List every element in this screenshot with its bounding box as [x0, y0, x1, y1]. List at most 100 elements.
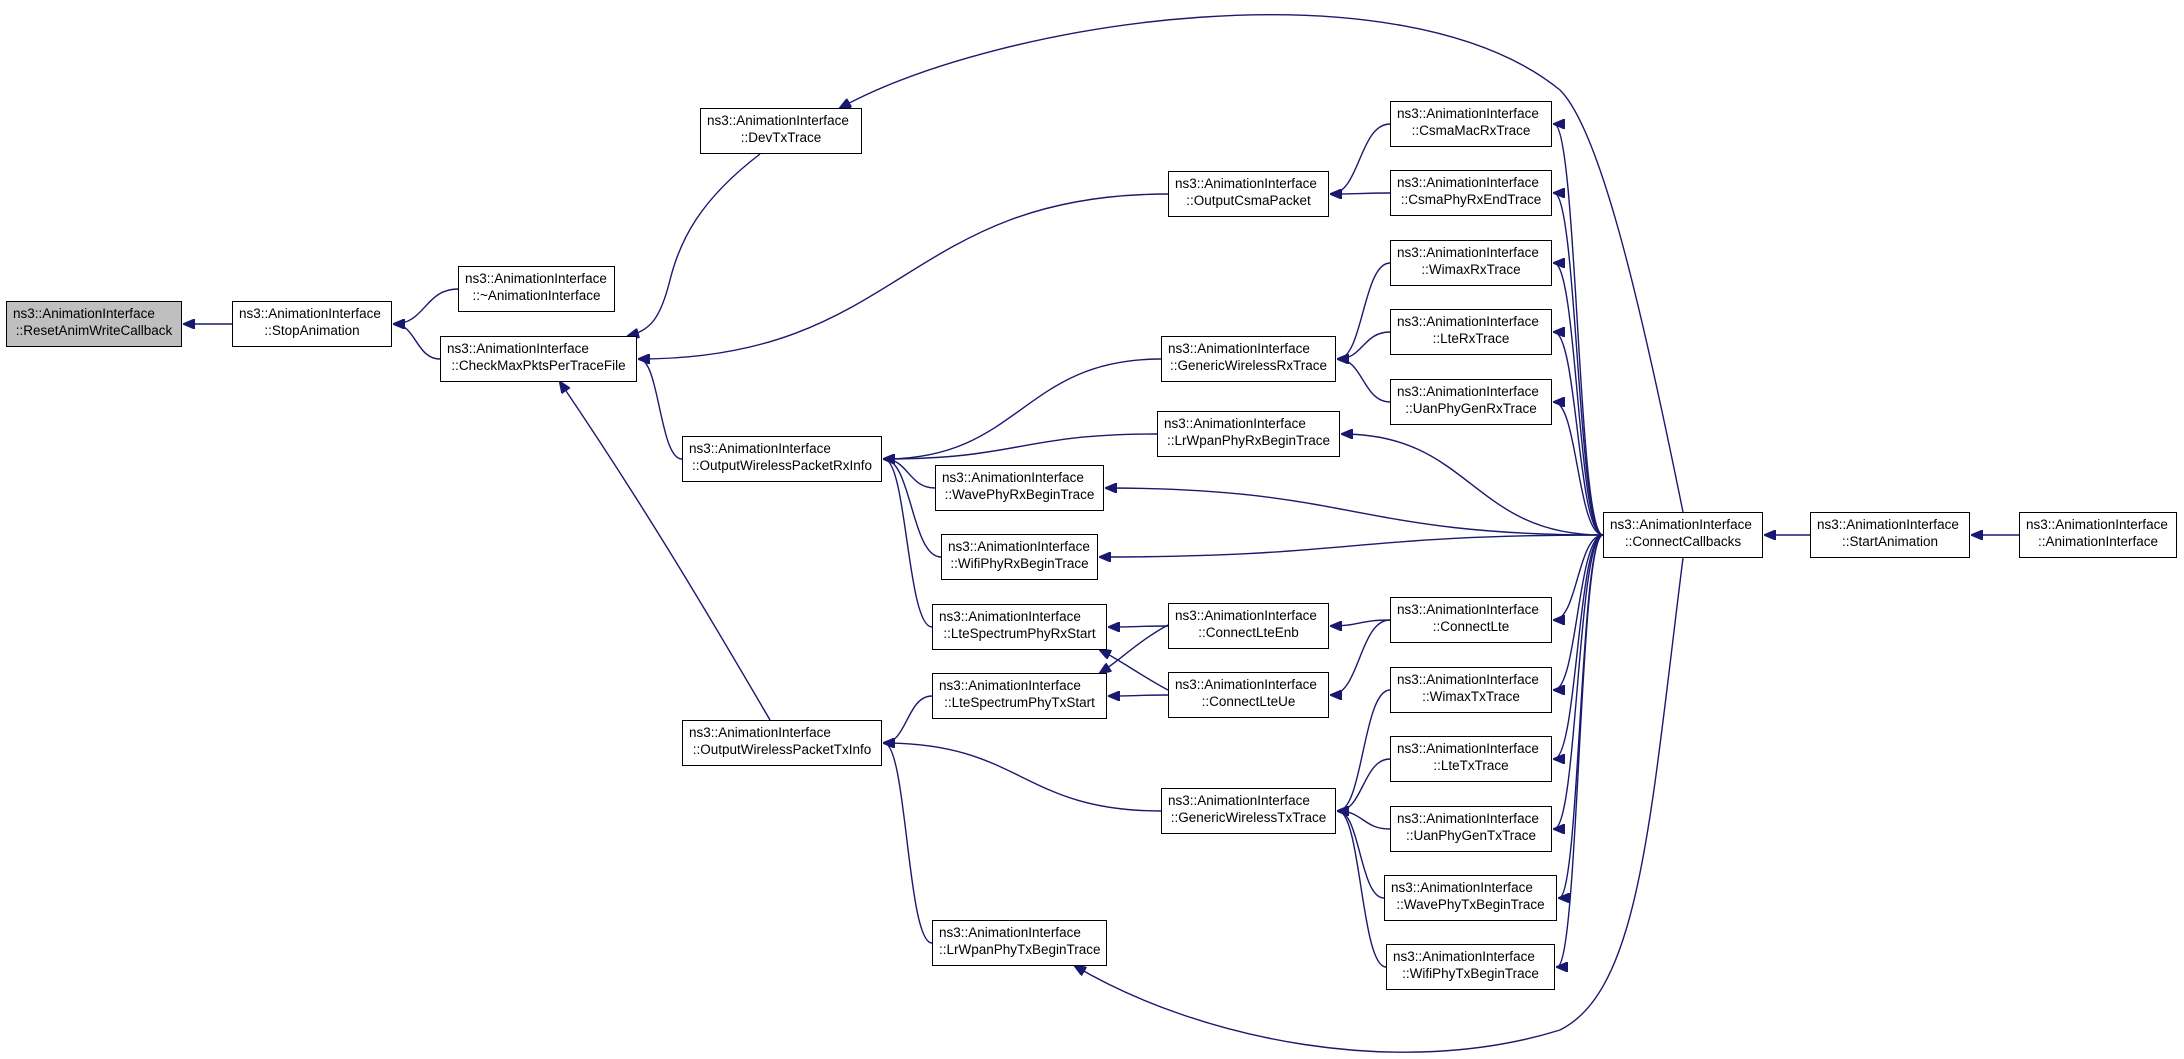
node-namespace-label: ns3::AnimationInterface	[1397, 314, 1539, 329]
edge-dtor-to-stop	[394, 288, 459, 324]
node-function-label: ::ConnectLte	[1432, 619, 1510, 634]
node-uantx[interactable]: ns3::AnimationInterface::UanPhyGenTxTrac…	[1390, 806, 1552, 852]
node-lteue[interactable]: ns3::AnimationInterface::ConnectLteUe	[1168, 672, 1329, 718]
node-function-label: ::ConnectCallbacks	[1624, 534, 1742, 549]
node-start[interactable]: ns3::AnimationInterface::StartAnimation	[1810, 512, 1970, 558]
node-lrwpanrx[interactable]: ns3::AnimationInterface::LrWpanPhyRxBegi…	[1157, 411, 1340, 457]
node-wavetx[interactable]: ns3::AnimationInterface::WavePhyTxBeginT…	[1384, 875, 1557, 921]
node-function-label: ::WavePhyRxBeginTrace	[944, 487, 1095, 502]
node-reset: ns3::AnimationInterface::ResetAnimWriteC…	[6, 301, 182, 347]
edge-connectcb-to-lterx	[1554, 332, 1604, 536]
edge-lrwpantx-to-owtx	[884, 743, 933, 944]
edge-connectcb-to-devtx	[840, 14, 1684, 513]
node-namespace-label: ns3::AnimationInterface	[689, 441, 831, 456]
node-wimaxrx[interactable]: ns3::AnimationInterface::WimaxRxTrace	[1390, 240, 1552, 286]
edge-owrx-to-checkmax	[639, 359, 683, 460]
node-namespace-label: ns3::AnimationInterface	[1397, 602, 1539, 617]
node-namespace-label: ns3::AnimationInterface	[1175, 176, 1317, 191]
node-csmaphy[interactable]: ns3::AnimationInterface::CsmaPhyRxEndTra…	[1390, 170, 1552, 216]
node-connectlte[interactable]: ns3::AnimationInterface::ConnectLte	[1390, 597, 1552, 643]
edge-devtx-to-checkmax	[628, 153, 761, 336]
node-genrx[interactable]: ns3::AnimationInterface::GenericWireless…	[1161, 336, 1336, 382]
node-wimaxtx[interactable]: ns3::AnimationInterface::WimaxTxTrace	[1390, 667, 1552, 713]
edge-connectcb-to-wifirx	[1100, 534, 1604, 557]
edge-connectcb-to-wimaxrx	[1554, 263, 1604, 536]
node-function-label: ::StopAnimation	[264, 323, 360, 338]
node-dtor[interactable]: ns3::AnimationInterface::~AnimationInter…	[458, 266, 615, 312]
edge-lteue-to-ltespectx	[1109, 695, 1169, 696]
node-owrx[interactable]: ns3::AnimationInterface::OutputWirelessP…	[682, 436, 882, 482]
edge-connectcb-to-uantx	[1554, 534, 1604, 829]
node-ltenb[interactable]: ns3::AnimationInterface::ConnectLteEnb	[1168, 603, 1329, 649]
node-wifitx[interactable]: ns3::AnimationInterface::WifiPhyTxBeginT…	[1386, 944, 1555, 990]
edge-connectcb-to-csmamac	[1554, 124, 1604, 536]
node-namespace-label: ns3::AnimationInterface	[939, 925, 1081, 940]
node-lterx[interactable]: ns3::AnimationInterface::LteRxTrace	[1390, 309, 1552, 355]
node-ctor[interactable]: ns3::AnimationInterface::AnimationInterf…	[2019, 512, 2177, 558]
node-namespace-label: ns3::AnimationInterface	[948, 539, 1090, 554]
edge-connectcb-to-ltetx	[1554, 534, 1604, 759]
edge-connectcb-to-wimaxtx	[1554, 534, 1604, 690]
node-function-label: ::ResetAnimWriteCallback	[15, 323, 173, 338]
node-function-label: ::CheckMaxPktsPerTraceFile	[451, 358, 626, 373]
node-function-label: ::WavePhyTxBeginTrace	[1396, 897, 1545, 912]
node-devtx[interactable]: ns3::AnimationInterface::DevTxTrace	[700, 108, 862, 154]
node-function-label: ::ConnectLteEnb	[1198, 625, 1299, 640]
node-namespace-label: ns3::AnimationInterface	[1397, 245, 1539, 260]
node-wifirx[interactable]: ns3::AnimationInterface::WifiPhyRxBeginT…	[941, 534, 1098, 580]
node-stop[interactable]: ns3::AnimationInterface::StopAnimation	[232, 301, 392, 347]
edge-uantx-to-gentx	[1338, 811, 1391, 830]
node-namespace-label: ns3::AnimationInterface	[1175, 608, 1317, 623]
node-ltespectx[interactable]: ns3::AnimationInterface::LteSpectrumPhyT…	[932, 673, 1107, 719]
edge-ltespectx-to-owtx	[884, 695, 933, 743]
node-namespace-label: ns3::AnimationInterface	[1397, 384, 1539, 399]
node-function-label: ::WimaxTxTrace	[1422, 689, 1520, 704]
node-uanrx[interactable]: ns3::AnimationInterface::UanPhyGenRxTrac…	[1390, 379, 1552, 425]
node-function-label: ::OutputWirelessPacketTxInfo	[692, 742, 872, 757]
node-namespace-label: ns3::AnimationInterface	[942, 470, 1084, 485]
edge-connectcb-to-wifitx	[1557, 534, 1604, 967]
node-function-label: ::UanPhyGenTxTrace	[1405, 828, 1537, 843]
edge-csmamac-to-csmapkt	[1331, 123, 1391, 194]
node-lrwpantx[interactable]: ns3::AnimationInterface::LrWpanPhyTxBegi…	[932, 920, 1107, 966]
node-namespace-label: ns3::AnimationInterface	[1397, 741, 1539, 756]
edge-owtx-to-checkmax	[560, 382, 771, 721]
node-function-label: ::LteRxTrace	[1432, 331, 1510, 346]
node-namespace-label: ns3::AnimationInterface	[1817, 517, 1959, 532]
node-function-label: ::StartAnimation	[1841, 534, 1939, 549]
node-function-label: ::LteTxTrace	[1433, 758, 1509, 773]
node-checkmax[interactable]: ns3::AnimationInterface::CheckMaxPktsPer…	[440, 336, 637, 382]
node-connectcb[interactable]: ns3::AnimationInterface::ConnectCallback…	[1603, 512, 1763, 558]
node-function-label: ::AnimationInterface	[2037, 534, 2159, 549]
node-ltespecrx[interactable]: ns3::AnimationInterface::LteSpectrumPhyR…	[932, 604, 1107, 650]
node-csmapkt[interactable]: ns3::AnimationInterface::OutputCsmaPacke…	[1168, 171, 1329, 217]
node-csmamac[interactable]: ns3::AnimationInterface::CsmaMacRxTrace	[1390, 101, 1552, 147]
node-namespace-label: ns3::AnimationInterface	[939, 678, 1081, 693]
node-function-label: ::WifiPhyTxBeginTrace	[1402, 966, 1539, 981]
node-owtx[interactable]: ns3::AnimationInterface::OutputWirelessP…	[682, 720, 882, 766]
node-namespace-label: ns3::AnimationInterface	[1175, 677, 1317, 692]
node-waverx[interactable]: ns3::AnimationInterface::WavePhyRxBeginT…	[935, 465, 1104, 511]
node-function-label: ::OutputCsmaPacket	[1186, 193, 1311, 208]
edge-connectcb-to-csmaphy	[1554, 193, 1604, 536]
node-function-label: ::WimaxRxTrace	[1421, 262, 1521, 277]
node-function-label: ::GenericWirelessTxTrace	[1170, 810, 1327, 825]
edge-csmapkt-to-checkmax	[639, 193, 1169, 359]
node-namespace-label: ns3::AnimationInterface	[1168, 341, 1310, 356]
edge-lteue-to-ltespecrx	[1100, 650, 1169, 691]
edge-connectlte-to-lteue	[1331, 619, 1391, 695]
node-function-label: ::LrWpanPhyRxBeginTrace	[1166, 433, 1331, 448]
edge-ltespecrx-to-owrx	[884, 459, 933, 628]
edge-checkmax-to-stop	[394, 324, 441, 360]
node-ltetx[interactable]: ns3::AnimationInterface::LteTxTrace	[1390, 736, 1552, 782]
edge-gentx-to-owtx	[884, 743, 1162, 812]
node-namespace-label: ns3::AnimationInterface	[2026, 517, 2168, 532]
edge-uanrx-to-genrx	[1338, 359, 1391, 403]
edge-wifirx-to-owrx	[884, 459, 942, 558]
node-function-label: ::~AnimationInterface	[472, 288, 601, 303]
node-namespace-label: ns3::AnimationInterface	[447, 341, 589, 356]
node-gentx[interactable]: ns3::AnimationInterface::GenericWireless…	[1161, 788, 1336, 834]
node-namespace-label: ns3::AnimationInterface	[939, 609, 1081, 624]
